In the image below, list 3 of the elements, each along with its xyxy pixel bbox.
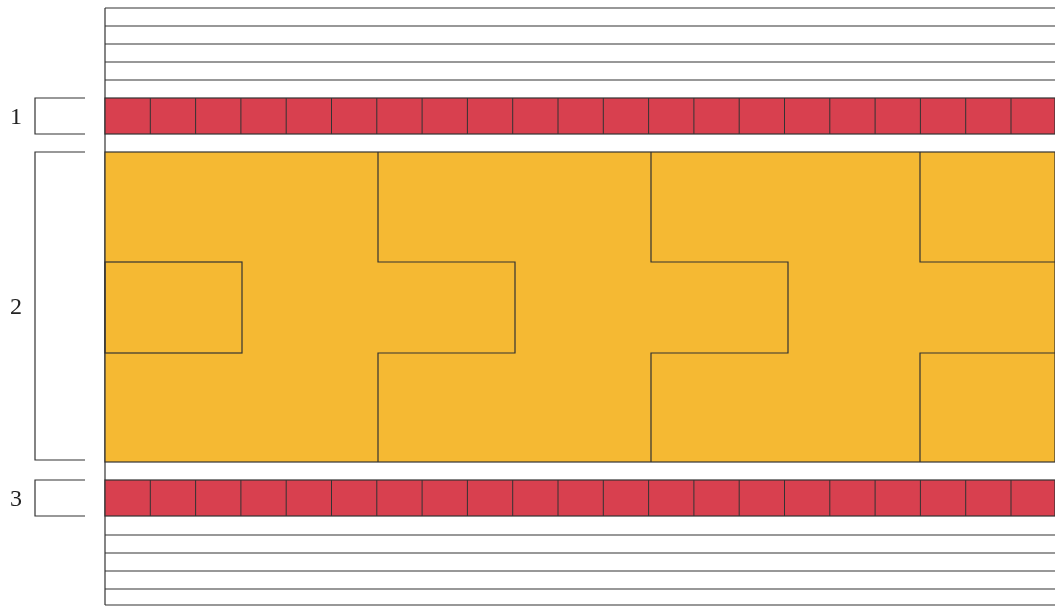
- callout-number: 1: [10, 104, 22, 128]
- callout-number: 2: [10, 294, 22, 318]
- callout-number: 3: [10, 486, 22, 510]
